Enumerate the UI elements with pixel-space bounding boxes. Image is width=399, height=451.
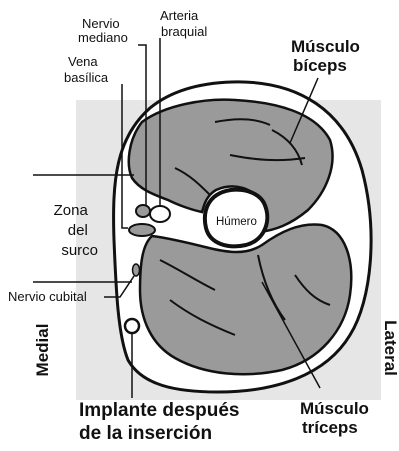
label-humero: Húmero: [216, 216, 257, 228]
basilic-vein: [129, 224, 155, 236]
median-nerve: [136, 205, 150, 217]
implant-marker: [125, 319, 139, 333]
label-medial: Medial: [33, 324, 52, 377]
label-implante: Implante después de la inserción: [79, 400, 245, 444]
label-musculo-biceps: Músculo bíceps: [291, 37, 365, 75]
brachial-artery: [150, 206, 170, 222]
label-lateral: Lateral: [381, 320, 399, 376]
ulnar-nerve: [133, 264, 140, 276]
label-vena-basilica: Vena basílica: [64, 54, 109, 85]
label-arteria-braquial: Arteria braquial: [160, 8, 207, 39]
label-nervio-mediano: Nervio mediano: [78, 16, 128, 45]
label-zona-del-surco: Zona del surco: [54, 202, 98, 259]
label-nervio-cubital: Nervio cubital: [8, 289, 87, 304]
label-musculo-triceps: Músculo tríceps: [300, 399, 374, 437]
